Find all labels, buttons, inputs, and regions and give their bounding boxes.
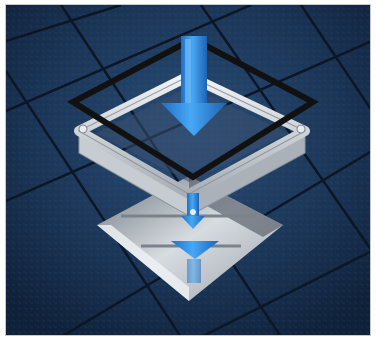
floor-tile-illustration xyxy=(6,5,371,336)
illustration-frame xyxy=(5,4,371,336)
